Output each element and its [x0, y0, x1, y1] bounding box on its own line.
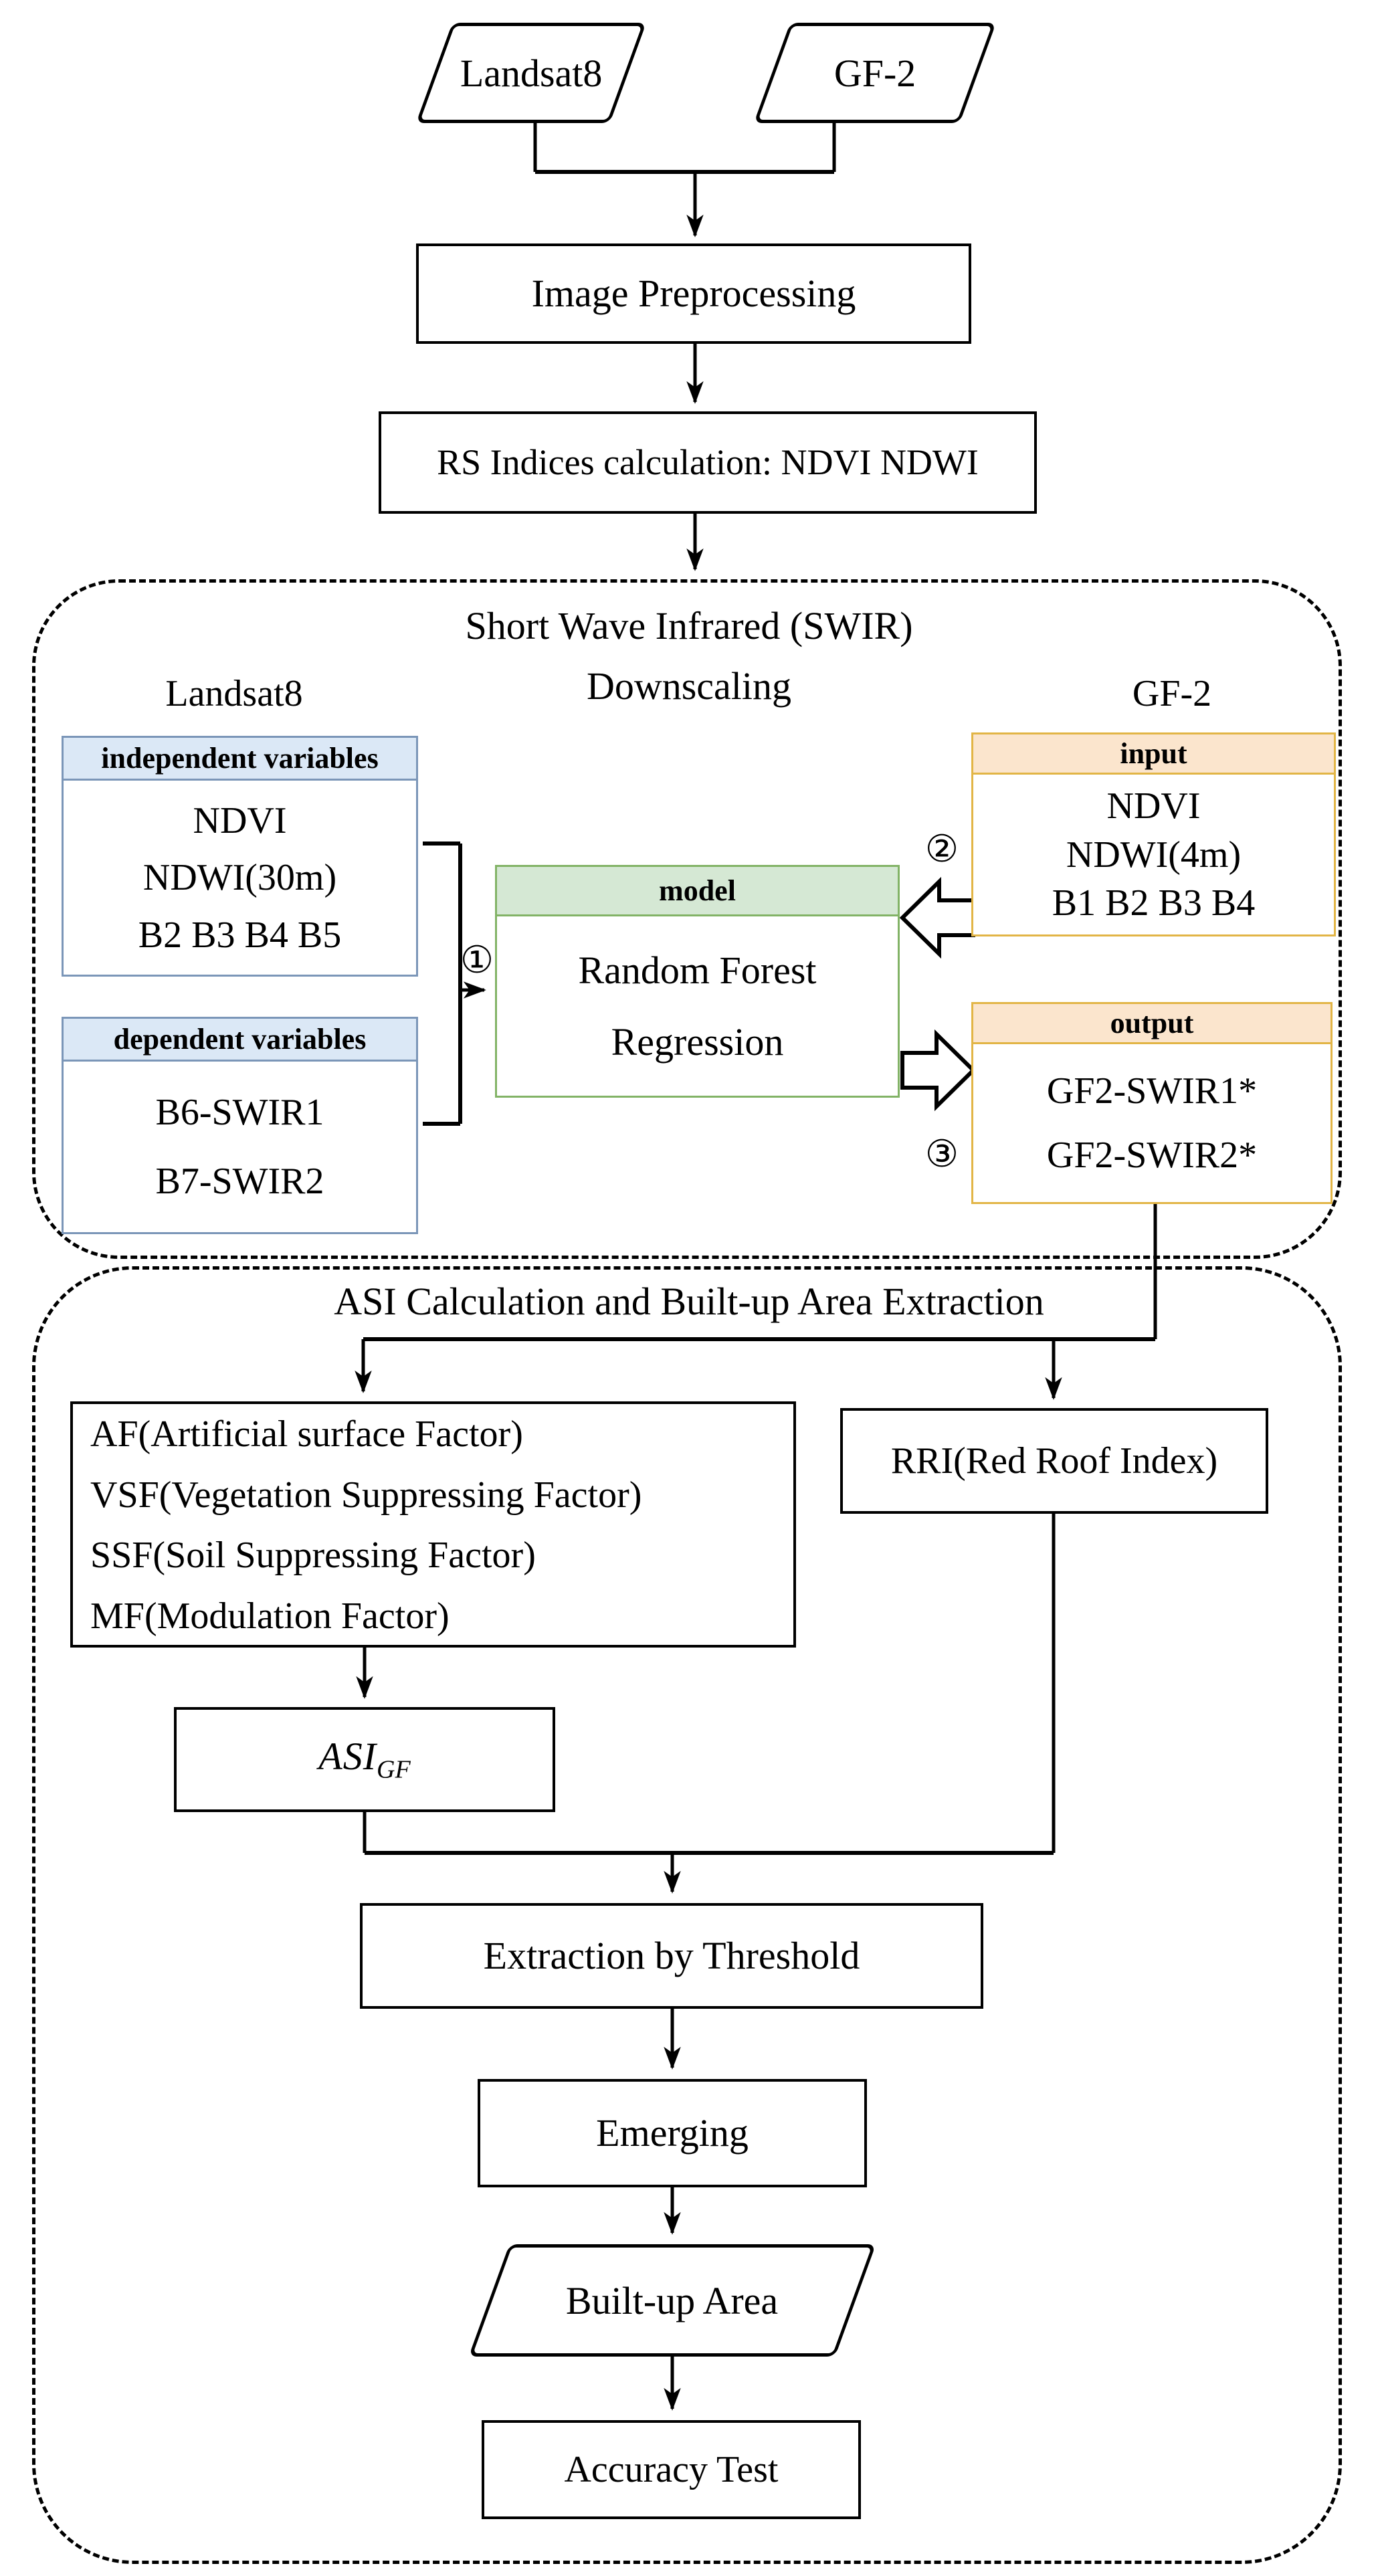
- factor-item: SSF(Soil Suppressing Factor): [90, 1534, 536, 1577]
- model-name-line: Regression: [611, 1020, 784, 1064]
- asi-gf-box: ASIGF: [174, 1707, 555, 1812]
- asi-symbol: ASI: [318, 1734, 377, 1778]
- dependent-variable-item: B6-SWIR1: [155, 1092, 324, 1134]
- block-arrows: [899, 876, 977, 1112]
- step1-circled-number: ①: [460, 938, 494, 982]
- source-merge-connector: [533, 123, 836, 237]
- step3-circled-number: ③: [924, 1132, 959, 1176]
- rri-label: RRI(Red Roof Index): [890, 1440, 1218, 1482]
- input-box: input NDVI NDWI(4m) B1 B2 B3 B4: [971, 732, 1336, 936]
- model-header: model: [497, 867, 898, 916]
- model-box: model Random Forest Regression: [495, 865, 900, 1098]
- factor-item: MF(Modulation Factor): [90, 1595, 450, 1638]
- factor-item: VSF(Vegetation Suppressing Factor): [90, 1474, 642, 1516]
- rs-indices-box: RS Indices calculation: NDVI NDWI: [379, 411, 1037, 514]
- emerging-label: Emerging: [596, 2110, 749, 2155]
- rri-box: RRI(Red Roof Index): [840, 1408, 1268, 1514]
- gf2-source-label: GF-2: [833, 51, 916, 95]
- input-header: input: [973, 734, 1334, 775]
- accuracy-test-box: Accuracy Test: [482, 2420, 861, 2519]
- output-to-asi-connectors: [355, 1204, 1157, 1400]
- input-item: NDVI: [1106, 785, 1201, 827]
- independent-variable-item: NDVI: [193, 799, 287, 841]
- asi-factors-box: AF(Artificial surface Factor) VSF(Vegeta…: [70, 1401, 796, 1648]
- landsat8-source-label: Landsat8: [460, 51, 603, 95]
- input-to-model-block-arrow: [899, 876, 975, 959]
- lower-flow-connectors: [356, 1514, 1056, 2411]
- rs-indices-label: RS Indices calculation: NDVI NDWI: [437, 442, 979, 483]
- output-box: output GF2-SWIR1* GF2-SWIR2*: [971, 1002, 1333, 1204]
- variables-to-model-bracket: [423, 841, 486, 1126]
- extraction-label: Extraction by Threshold: [483, 1933, 860, 1977]
- dependent-variable-item: B7-SWIR2: [155, 1160, 324, 1202]
- built-up-area-parallelogram: Built-up Area: [468, 2244, 876, 2357]
- swir-section-title-line1: Short Wave Infrared (SWIR): [465, 604, 913, 648]
- factor-item: AF(Artificial surface Factor): [90, 1413, 523, 1455]
- gf2-column-label: GF-2: [1132, 673, 1212, 714]
- extraction-by-threshold-box: Extraction by Threshold: [360, 1903, 983, 2009]
- dependent-variables-header: dependent variables: [64, 1019, 416, 1062]
- step2-circled-number: ②: [924, 827, 959, 871]
- independent-variable-item: NDWI(30m): [142, 857, 337, 898]
- input-item: B1 B2 B3 B4: [1052, 882, 1256, 924]
- model-name-line: Random Forest: [578, 948, 817, 992]
- asi-extraction-section-container: [32, 1266, 1342, 2564]
- output-header: output: [973, 1004, 1331, 1044]
- asi-subscript: GF: [377, 1755, 411, 1784]
- landsat8-source-parallelogram: Landsat8: [415, 23, 647, 123]
- output-item: GF2-SWIR1*: [1046, 1070, 1258, 1112]
- model-to-output-block-arrow: [900, 1029, 977, 1112]
- dependent-variables-box: dependent variables B6-SWIR1 B7-SWIR2: [62, 1017, 418, 1234]
- output-item: GF2-SWIR2*: [1046, 1134, 1258, 1176]
- asi-gf-label: ASIGF: [318, 1735, 410, 1785]
- built-up-area-label: Built-up Area: [566, 2278, 779, 2322]
- independent-variable-item: B2 B3 B4 B5: [138, 914, 342, 956]
- image-preprocessing-box: Image Preprocessing: [416, 243, 971, 344]
- input-item: NDWI(4m): [1066, 833, 1242, 876]
- image-preprocessing-label: Image Preprocessing: [531, 271, 856, 315]
- gf2-source-parallelogram: GF-2: [753, 23, 997, 123]
- independent-variables-header: independent variables: [64, 738, 416, 781]
- landsat8-column-label: Landsat8: [165, 673, 303, 714]
- swir-downscaling-section-container: [32, 579, 1342, 1259]
- accuracy-test-label: Accuracy Test: [564, 2448, 779, 2490]
- asi-section-title: ASI Calculation and Built-up Area Extrac…: [334, 1280, 1044, 1323]
- swir-section-title-line2: Downscaling: [586, 664, 792, 708]
- independent-variables-box: independent variables NDVI NDWI(30m) B2 …: [62, 736, 418, 977]
- emerging-box: Emerging: [478, 2079, 867, 2187]
